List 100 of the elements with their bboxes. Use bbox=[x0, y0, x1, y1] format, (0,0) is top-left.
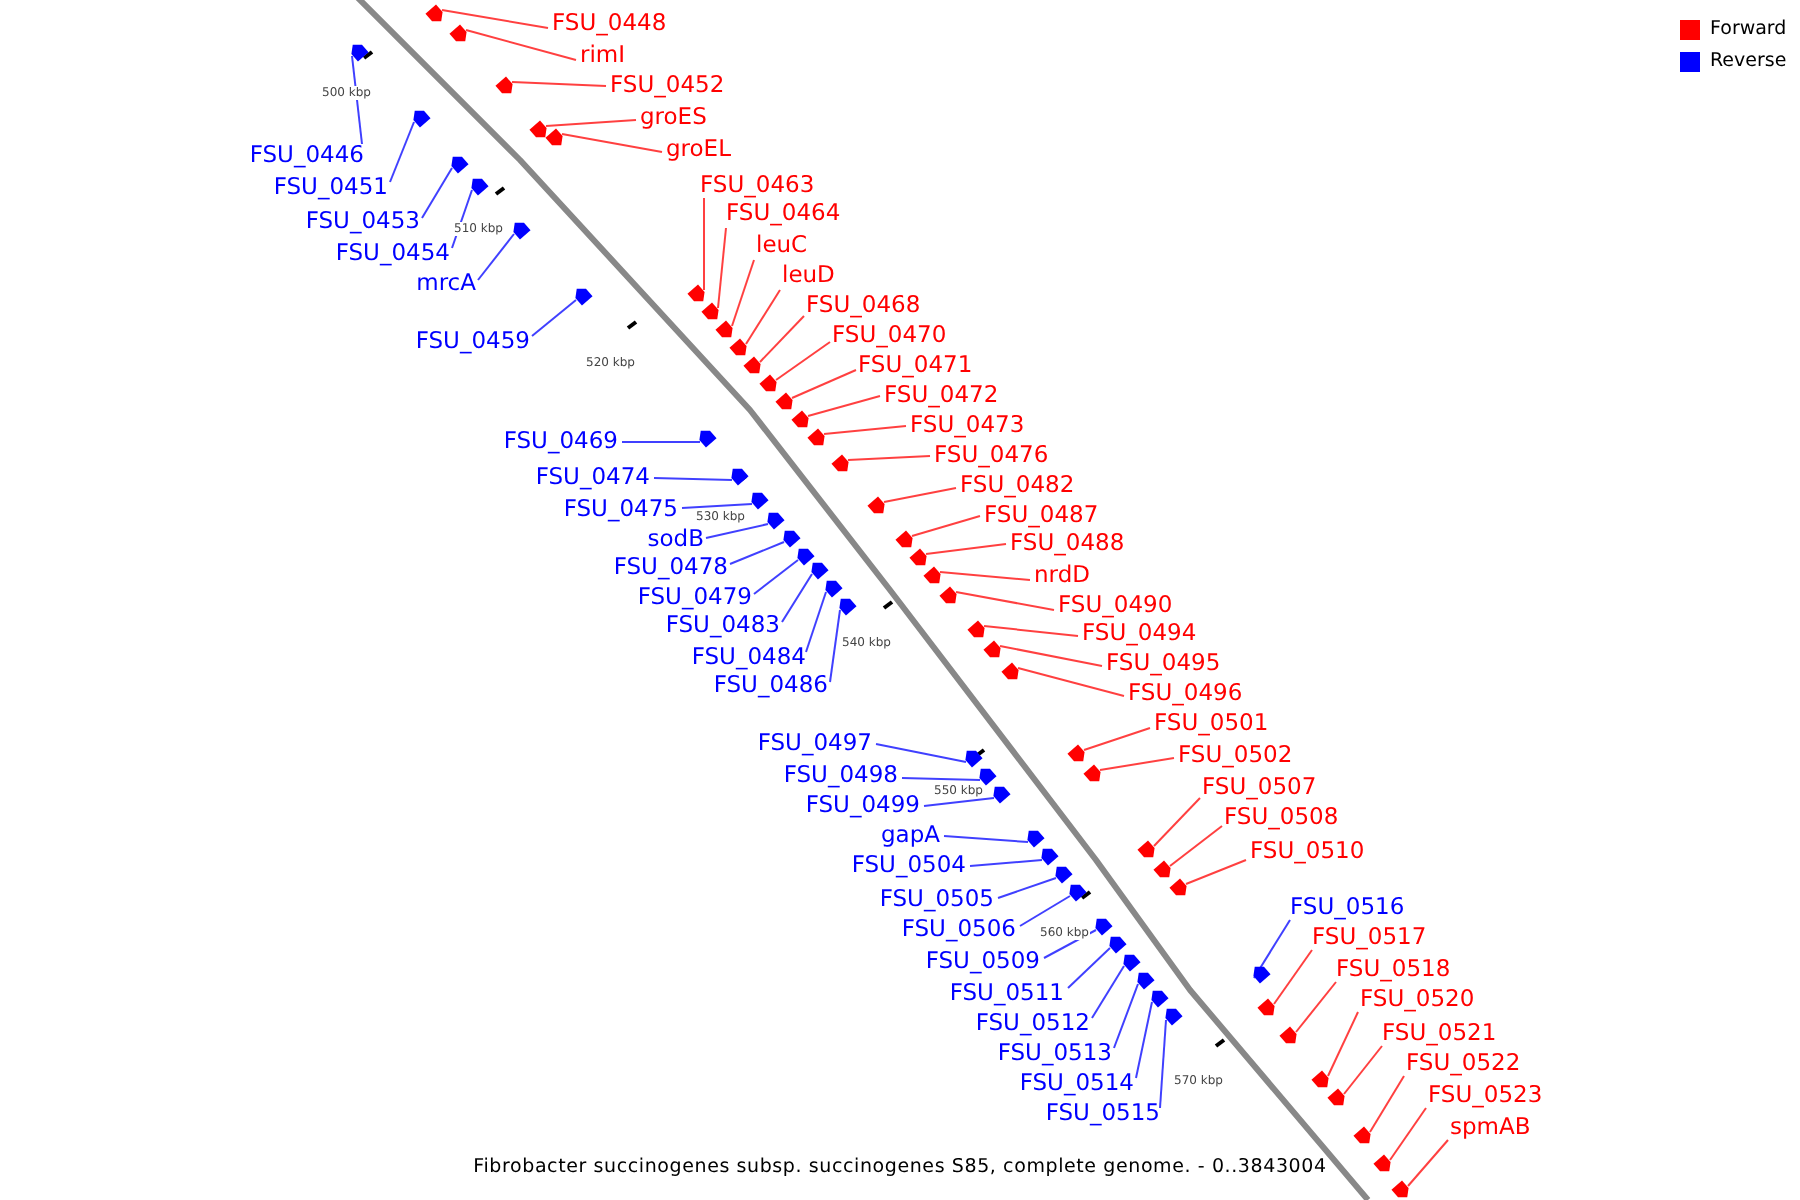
leader-line bbox=[561, 133, 663, 153]
gene-block bbox=[923, 566, 941, 584]
leader-line bbox=[441, 9, 549, 29]
gene-block bbox=[1109, 936, 1127, 954]
gene-block bbox=[1083, 764, 1101, 782]
gene-label: leuC bbox=[756, 232, 808, 258]
gene-block bbox=[1137, 972, 1155, 990]
gene-block bbox=[831, 454, 849, 472]
leader-line bbox=[1159, 1019, 1167, 1109]
leader-line bbox=[717, 227, 727, 309]
gene-block bbox=[1151, 990, 1169, 1008]
legend-label: Forward bbox=[1710, 18, 1787, 40]
gene-block bbox=[529, 120, 547, 138]
leader-line bbox=[1295, 981, 1337, 1033]
gene-label: FSU_0517 bbox=[1312, 924, 1427, 950]
gene-block bbox=[909, 548, 927, 566]
gene-block bbox=[1067, 744, 1085, 762]
gene-label: groEL bbox=[666, 136, 731, 162]
leader-line bbox=[705, 523, 769, 539]
gene-label: FSU_0479 bbox=[637, 584, 752, 610]
gene-block bbox=[1391, 1180, 1409, 1198]
gene-block bbox=[715, 320, 733, 338]
gene-block bbox=[967, 620, 985, 638]
leader-line bbox=[545, 119, 637, 127]
gene-label: FSU_0515 bbox=[1045, 1100, 1160, 1126]
leader-line bbox=[1043, 929, 1097, 959]
gene-block bbox=[1095, 918, 1113, 936]
gene-block bbox=[743, 356, 761, 374]
gene-block bbox=[701, 302, 719, 320]
gene-label: FSU_0501 bbox=[1154, 710, 1269, 736]
gene-block bbox=[1311, 1070, 1329, 1088]
gene-label: FSU_0470 bbox=[832, 322, 947, 348]
gene-label: FSU_0476 bbox=[934, 442, 1049, 468]
leader-line bbox=[875, 743, 967, 763]
leader-line bbox=[759, 315, 805, 363]
gene-label: FSU_0454 bbox=[335, 240, 450, 266]
leader-line bbox=[389, 121, 415, 183]
gene-label: FSU_0522 bbox=[1406, 1050, 1521, 1076]
legend-label: Reverse bbox=[1710, 50, 1787, 72]
gene-label: FSU_0451 bbox=[273, 174, 388, 200]
gene-block bbox=[767, 512, 785, 530]
leader-line bbox=[477, 233, 515, 281]
gene-label: FSU_0518 bbox=[1336, 956, 1451, 982]
gene-block bbox=[1253, 966, 1271, 984]
gene-block bbox=[983, 640, 1001, 658]
gene-label: FSU_0474 bbox=[535, 464, 650, 490]
gene-block bbox=[471, 178, 489, 196]
leader-line bbox=[999, 645, 1103, 667]
gene-label: FSU_0471 bbox=[858, 352, 973, 378]
gene-block bbox=[783, 530, 801, 548]
leader-line bbox=[923, 797, 995, 807]
gene-label: FSU_0521 bbox=[1382, 1020, 1497, 1046]
gene-block bbox=[1279, 1026, 1297, 1044]
gene-block bbox=[575, 288, 593, 306]
leader-line bbox=[1253, 919, 1291, 979]
gene-label: FSU_0523 bbox=[1428, 1082, 1543, 1108]
gene-block bbox=[811, 562, 829, 580]
gene-label: FSU_0469 bbox=[503, 428, 618, 454]
gene-block bbox=[1327, 1088, 1345, 1106]
gene-label: FSU_0487 bbox=[984, 502, 1099, 528]
leader-line bbox=[1083, 727, 1151, 751]
leader-line bbox=[703, 197, 705, 291]
gene-label: gapA bbox=[880, 822, 940, 848]
gene-block bbox=[759, 374, 777, 392]
gene-block bbox=[1123, 954, 1141, 972]
leader-line bbox=[997, 877, 1057, 899]
gene-label: mrcA bbox=[416, 270, 476, 296]
gene-label: FSU_0464 bbox=[726, 200, 841, 226]
leader-line bbox=[983, 625, 1079, 637]
gene-label: sodB bbox=[647, 526, 704, 552]
gene-label: FSU_0507 bbox=[1202, 774, 1317, 800]
gene-label: FSU_0511 bbox=[949, 980, 1064, 1006]
gene-block bbox=[839, 598, 857, 616]
gene-label: FSU_0488 bbox=[1010, 530, 1125, 556]
leader-line bbox=[1169, 825, 1223, 867]
leader-line bbox=[421, 167, 453, 219]
gene-label: FSU_0512 bbox=[975, 1010, 1090, 1036]
leader-line bbox=[1017, 667, 1125, 697]
gene-block bbox=[425, 4, 443, 22]
gene-block bbox=[1001, 662, 1019, 680]
gene-block bbox=[751, 492, 769, 510]
gene-block bbox=[939, 586, 957, 604]
gene-label: FSU_0478 bbox=[613, 554, 728, 580]
leader-line bbox=[939, 571, 1031, 581]
gene-block bbox=[965, 750, 983, 768]
gene-block bbox=[1165, 1008, 1183, 1026]
leader-line bbox=[653, 477, 733, 481]
leader-line bbox=[745, 289, 781, 345]
gene-block bbox=[1137, 840, 1155, 858]
leader-line bbox=[1019, 895, 1071, 927]
leader-line bbox=[729, 541, 785, 565]
gene-block bbox=[495, 76, 513, 94]
gene-label: FSU_0484 bbox=[691, 644, 806, 670]
gene-block bbox=[699, 430, 717, 448]
leader-line bbox=[511, 81, 607, 87]
leader-line bbox=[753, 559, 799, 595]
gene-block bbox=[687, 284, 705, 302]
gene-block bbox=[413, 110, 431, 128]
gene-block bbox=[867, 496, 885, 514]
leader-line bbox=[943, 835, 1029, 843]
